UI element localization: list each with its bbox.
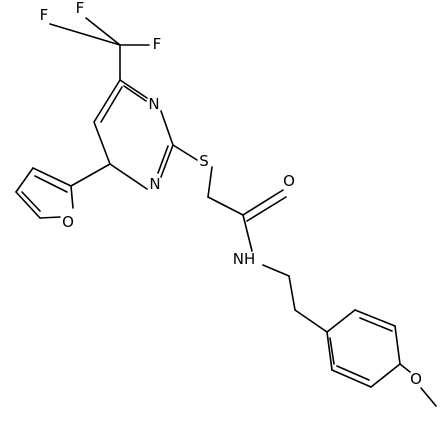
bond-ch2-ch2	[288, 275, 296, 311]
bond-ar-3	[394, 325, 401, 365]
atom-label-f-right: F	[153, 35, 162, 53]
bond-furan-c4c5-inner	[21, 191, 41, 212]
bond-ar-5-inner	[336, 365, 370, 381]
bond-ar-6	[326, 331, 333, 371]
atom-label-nh-amide: NH	[233, 250, 256, 268]
bond-n3-c2	[160, 110, 174, 146]
bond-ar-2	[354, 309, 396, 327]
bond-c-f2	[85, 17, 121, 46]
bond-c2-n1-inner	[157, 145, 169, 174]
bond-c4-n3	[119, 79, 148, 99]
bond-nh-ch2	[262, 264, 290, 277]
bond-ar-o	[399, 363, 411, 373]
bond-s-ch2	[207, 166, 213, 198]
atom-label-s-thioether: S	[199, 152, 209, 170]
atom-label-layer: F F F N N S O O NH O	[40, 0, 422, 388]
bond-c5-c4	[93, 79, 121, 123]
atom-label-n-ring-lower: N	[149, 175, 160, 193]
bond-n1-c6	[109, 163, 148, 190]
bond-ar-4	[370, 363, 401, 388]
bond-c4-n3-inner	[123, 85, 147, 102]
bond-c6-furan	[70, 163, 111, 187]
atom-label-o-furan: O	[62, 213, 74, 231]
atom-label-f-top-left: F	[40, 6, 49, 24]
bond-furan-c2c3	[32, 167, 72, 187]
atom-label-o-methoxy: O	[410, 370, 422, 388]
bond-furan-c3c4	[15, 167, 34, 193]
bond-c-o-inner	[246, 196, 287, 222]
bond-furan-c2c3-inner	[34, 175, 68, 193]
bond-c-nh	[242, 214, 253, 252]
bond-c6-c5	[93, 121, 111, 165]
bond-furan-c4c5	[15, 191, 41, 219]
bond-ar-1	[326, 309, 356, 333]
bond-ar-5	[331, 369, 372, 388]
bond-c2-s	[172, 144, 198, 161]
bond-c5-c4-inner	[100, 86, 123, 123]
bond-o-ch3	[420, 387, 437, 407]
bond-c2-n1	[160, 144, 174, 178]
bond-c-f1	[49, 23, 121, 46]
bond-layer	[15, 17, 437, 407]
bond-furan-o-c2	[70, 185, 74, 209]
bond-ch2-co	[207, 196, 244, 216]
bond-ar-2-inner	[359, 317, 393, 332]
atom-label-f-top-mid: F	[76, 0, 85, 17]
atom-label-o-carbonyl: O	[283, 172, 295, 190]
atom-label-n-ring-upper: N	[148, 95, 159, 113]
bond-c-o	[242, 189, 284, 216]
bond-furan-c5-o	[39, 216, 61, 219]
bond-ar-6-inner	[329, 337, 335, 365]
bond-ch2-aryl	[294, 309, 328, 333]
